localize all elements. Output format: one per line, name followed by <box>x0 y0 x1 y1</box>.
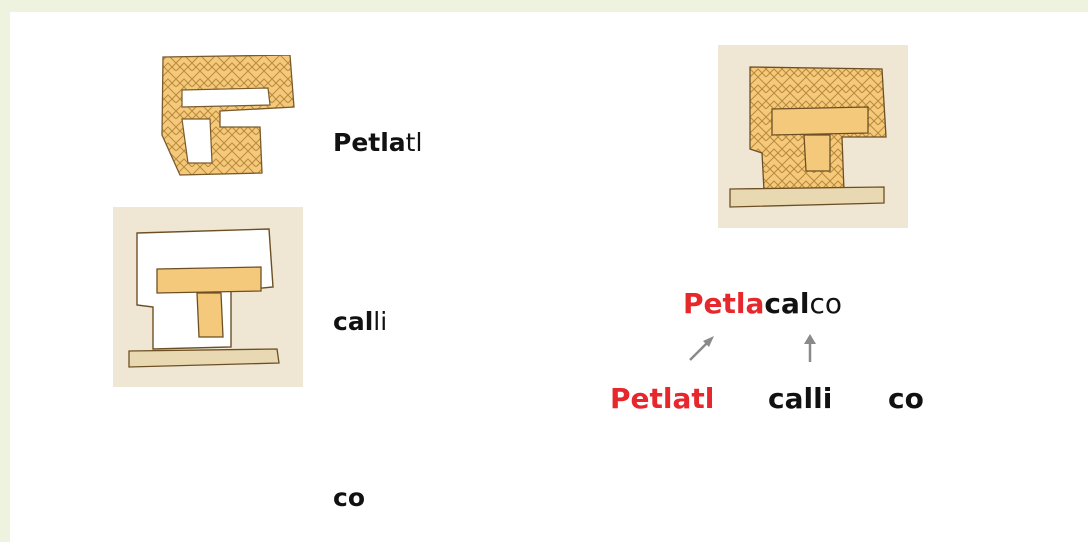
compound-part-cal: cal <box>764 287 810 320</box>
word-petlatl: Petlatl <box>333 128 422 157</box>
word-calli: calli <box>333 307 387 336</box>
mat-over-house-glyph-icon <box>718 45 908 228</box>
compound-part-co: co <box>809 287 843 320</box>
calli-bold: cal <box>333 307 374 336</box>
arrow-petlatl-to-compound-icon <box>689 336 714 361</box>
calli-light: li <box>373 307 388 336</box>
component-co: co <box>888 382 924 415</box>
component-petlatl-text: Petlatl <box>610 382 715 415</box>
petlatl-bold: Petla <box>333 128 406 157</box>
house-glyph-icon <box>113 207 303 387</box>
component-calli-text: calli <box>768 382 833 415</box>
arrow-calli-to-compound-icon <box>804 334 816 362</box>
compound-word: Petlacalco <box>683 287 842 320</box>
woven-mat-glyph-icon <box>161 55 295 176</box>
co-bold: co <box>333 483 365 512</box>
compound-part-petla: Petla <box>683 287 765 320</box>
petlatl-light: tl <box>405 128 423 157</box>
word-co: co <box>333 483 365 512</box>
component-calli: calli <box>768 382 832 415</box>
component-petlatl: Petlatl <box>610 382 714 415</box>
component-co-text: co <box>888 382 924 415</box>
